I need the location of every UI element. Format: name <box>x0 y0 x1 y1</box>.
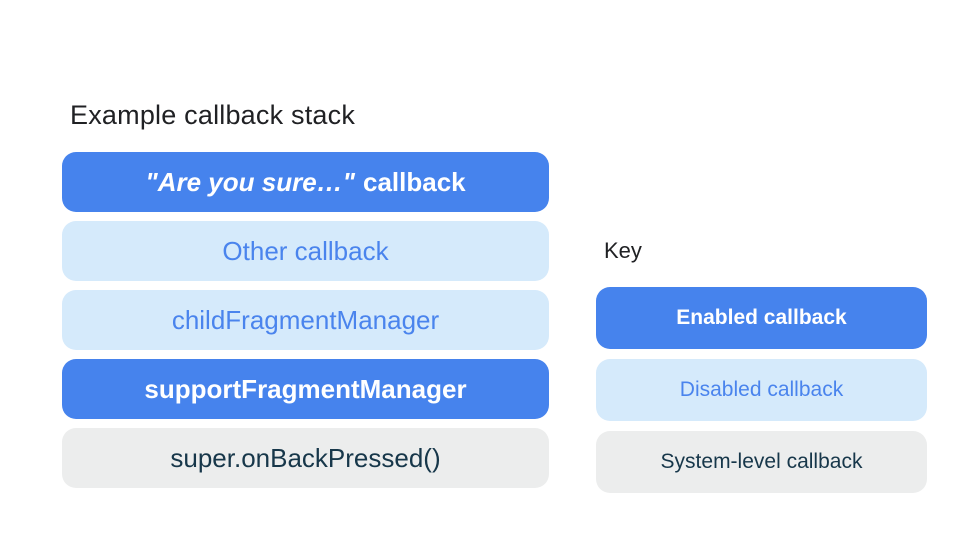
key-item-system-level-callback: System-level callback <box>596 431 927 493</box>
key-legend: Enabled callback Disabled callback Syste… <box>596 287 927 493</box>
stack-item-label-italic: "Are you sure…" <box>145 166 355 197</box>
stack-item-supportfragmentmanager: supportFragmentManager <box>62 359 549 419</box>
callback-stack: "Are you sure…" callback Other callback … <box>62 152 549 488</box>
key-item-enabled-callback: Enabled callback <box>596 287 927 349</box>
stack-title: Example callback stack <box>70 100 356 130</box>
stack-item-other-callback: Other callback <box>62 221 549 281</box>
stack-item-childfragmentmanager: childFragmentManager <box>62 290 549 350</box>
stack-item-super-onbackpressed: super.onBackPressed() <box>62 428 549 488</box>
stack-item-label-rest: callback <box>362 166 466 197</box>
stack-item-are-you-sure-callback: "Are you sure…" callback <box>62 152 549 212</box>
key-title: Key <box>604 238 642 263</box>
key-item-disabled-callback: Disabled callback <box>596 359 927 421</box>
